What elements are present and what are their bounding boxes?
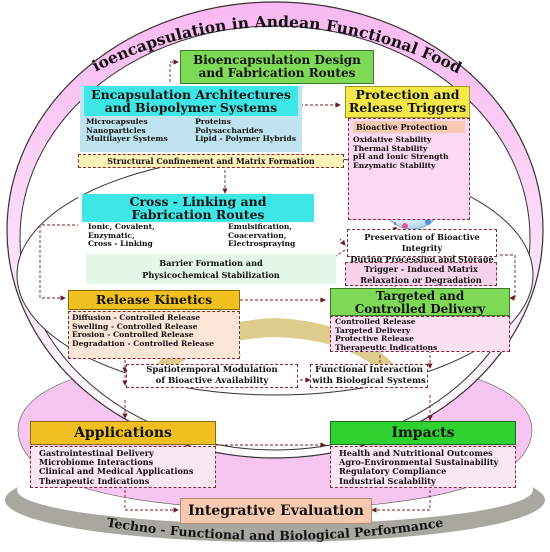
- trigger-line1: Trigger - Induced Matrix: [364, 264, 478, 274]
- fabrication-item: Electrospraying: [228, 239, 296, 249]
- fabrication-item: Coacervation,: [228, 230, 287, 240]
- architecture-item: Microcapsules: [86, 117, 148, 127]
- architectures-title-line1: Encapsulation Architectures: [91, 87, 291, 102]
- crosslinking-box: Cross - Linking and Fabrication Routes I…: [78, 194, 340, 252]
- structural-box: Structural Confinement and Matrix Format…: [78, 154, 344, 168]
- design-box: Bioencapsulation Design and Fabrication …: [180, 50, 374, 84]
- targeted-header: Targeted and Controlled Delivery: [330, 288, 510, 316]
- design-title-line1: Bioencapsulation Design: [193, 53, 361, 67]
- release-item: Degradation - Controlled Release: [72, 338, 214, 348]
- barrier-line1: Barrier Formation and: [159, 258, 263, 268]
- impact-item: Agro-Environmental Sustainability: [339, 457, 499, 468]
- architecture-item: Nanoparticles: [86, 125, 146, 135]
- protection-subtitle: Bioactive Protection: [353, 121, 465, 133]
- functional-box: Functional Interaction with Biological S…: [310, 364, 428, 388]
- biopolymer-item: Lipid - Polymer Hybrids: [195, 134, 296, 144]
- integrative-box: Integrative Evaluation: [180, 498, 372, 524]
- targeted-title-line1: Targeted and: [375, 289, 465, 303]
- functional-line2: with Biological Systems: [312, 376, 426, 386]
- protection-panel: Bioactive Protection Oxidative Stability…: [348, 118, 470, 220]
- trigger-box: Trigger - Induced Matrix Relaxation or D…: [345, 262, 497, 286]
- targeted-item: Protective Release: [335, 334, 414, 343]
- architecture-list: Microcapsules Nanoparticles Multilayer S…: [86, 118, 185, 144]
- impact-item: Health and Nutritional Outcomes: [339, 448, 493, 458]
- barrier-line2: Physicochemical Stabilization: [142, 270, 280, 280]
- fabrication-item: Emulsification,: [228, 222, 293, 232]
- protection-title-line2: Release Triggers: [348, 100, 467, 116]
- targeted-item: Targeted Delivery: [335, 325, 411, 335]
- applications-list: Gastrointestinal Delivery Microbiome Int…: [39, 448, 207, 486]
- protection-item: Thermal Stability: [353, 143, 428, 153]
- crosslinking-item: Cross - Linking: [88, 239, 153, 249]
- applications-header: Applications: [30, 421, 216, 445]
- targeted-list: Controlled Release Targeted Delivery Pro…: [335, 317, 505, 352]
- release-item: Diffusion - Controlled Release: [72, 313, 201, 322]
- crosslinking-title-line1: Cross - Linking and: [129, 194, 267, 209]
- crosslinking-list: Ionic, Covalent, Enzymatic, Cross - Link…: [88, 223, 198, 249]
- protection-header: Protection and Release Triggers: [345, 86, 470, 118]
- protection-list: Oxidative Stability Thermal Stability pH…: [353, 135, 465, 170]
- protection-item: Enzymatic Stability: [353, 160, 436, 170]
- spatiotemporal-box: Spatiotemporal Modulation of Bioactive A…: [126, 364, 298, 388]
- protection-item: Oxidative Stability: [353, 135, 432, 144]
- release-item: Swelling - Controlled Release: [72, 321, 198, 331]
- application-item: Gastrointestinal Delivery: [39, 448, 154, 458]
- preservation-line1: Preservation of Bioactive Integrity: [364, 232, 480, 253]
- crosslinking-item: Ionic, Covalent,: [88, 222, 155, 232]
- preservation-box: Preservation of Bioactive Integrity Duri…: [347, 229, 497, 264]
- biopolymer-item: Proteins: [195, 117, 231, 127]
- applications-panel: Gastrointestinal Delivery Microbiome Int…: [30, 446, 216, 488]
- protection-title-line1: Protection and: [355, 87, 460, 102]
- functional-line1: Functional Interaction: [315, 365, 423, 375]
- crosslinking-header: Cross - Linking and Fabrication Routes: [82, 194, 314, 223]
- application-item: Microbiome Interactions: [39, 457, 154, 468]
- spatiotemporal-line2: of Bioactive Availability: [155, 376, 269, 386]
- release-list: Diffusion - Controlled Release Swelling …: [72, 313, 236, 348]
- targeted-item: Therapeutic Indications: [335, 342, 438, 352]
- release-item: Erosion - Controlled Release: [72, 330, 194, 339]
- biopolymer-list: Proteins Polysaccharides Lipid - Polymer…: [195, 118, 296, 144]
- release-panel: Diffusion - Controlled Release Swelling …: [68, 311, 240, 359]
- impact-item: Regulatory Compliance: [339, 466, 447, 477]
- biopolymer-item: Polysaccharides: [195, 125, 264, 135]
- release-header: Release Kinetics: [68, 290, 240, 310]
- impacts-panel: Health and Nutritional Outcomes Agro-Env…: [330, 446, 516, 488]
- architectures-box: Encapsulation Architectures and Biopolym…: [80, 86, 302, 152]
- preservation-line2: During Processing and Storage: [350, 254, 494, 264]
- trigger-line2: Relaxation or Degradation: [360, 275, 482, 285]
- fabrication-list: Emulsification, Coacervation, Electrospr…: [228, 223, 295, 249]
- barrier-box: Barrier Formation and Physicochemical St…: [86, 254, 336, 284]
- crosslinking-item: Enzymatic,: [88, 230, 135, 240]
- spatiotemporal-line1: Spatiotemporal Modulation: [146, 365, 278, 375]
- architectures-title-line2: and Biopolymer Systems: [104, 100, 278, 116]
- targeted-panel: Controlled Release Targeted Delivery Pro…: [330, 316, 510, 352]
- protection-item: pH and Ionic Strength: [353, 152, 449, 161]
- design-title-line2: and Fabrication Routes: [198, 65, 356, 80]
- architectures-header: Encapsulation Architectures and Biopolym…: [84, 86, 298, 117]
- impact-item: Industrial Scalability: [339, 475, 436, 486]
- architecture-item: Multilayer Systems: [86, 134, 168, 144]
- targeted-title-line2: Controlled Delivery: [354, 301, 486, 316]
- crosslinking-title-line2: Fabrication Routes: [131, 207, 265, 223]
- targeted-item: Controlled Release: [335, 317, 416, 326]
- application-item: Therapeutic Indications: [39, 475, 150, 486]
- impacts-header: Impacts: [330, 421, 516, 445]
- impacts-list: Health and Nutritional Outcomes Agro-Env…: [339, 448, 507, 486]
- application-item: Clinical and Medical Applications: [39, 466, 194, 477]
